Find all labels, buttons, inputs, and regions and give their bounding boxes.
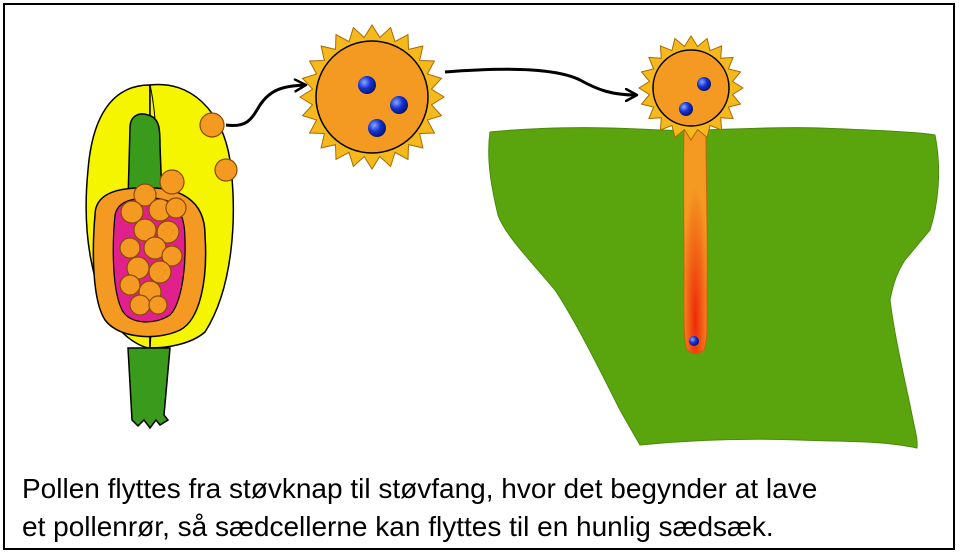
caption-line-1: Pollen flyttes fra støvknap til støvfang… bbox=[22, 470, 947, 508]
diagram-caption: Pollen flyttes fra støvknap til støvfang… bbox=[22, 470, 947, 546]
pollen-tube bbox=[684, 130, 708, 354]
caption-line-2: et pollenrør, så sædcellerne kan flyttes… bbox=[22, 508, 947, 546]
pollen-grain-icon bbox=[215, 159, 237, 181]
pollen-grain-icon bbox=[200, 113, 224, 137]
arrow-icon bbox=[226, 85, 305, 126]
pollen-grain-icon bbox=[639, 36, 743, 140]
sperm-cell-icon bbox=[679, 102, 693, 116]
arrow-icon bbox=[445, 69, 636, 95]
stigma-illustration bbox=[489, 128, 939, 448]
sperm-cell-icon bbox=[368, 119, 386, 137]
pollen-body bbox=[316, 41, 428, 153]
anther-illustration bbox=[86, 84, 237, 428]
pollen-body bbox=[653, 50, 729, 126]
sperm-cell-icon bbox=[358, 76, 376, 94]
sperm-cell-icon bbox=[689, 336, 699, 346]
pollen-grain-icon bbox=[300, 25, 444, 169]
sperm-cell-icon bbox=[697, 77, 711, 91]
sperm-cell-icon bbox=[390, 96, 408, 114]
